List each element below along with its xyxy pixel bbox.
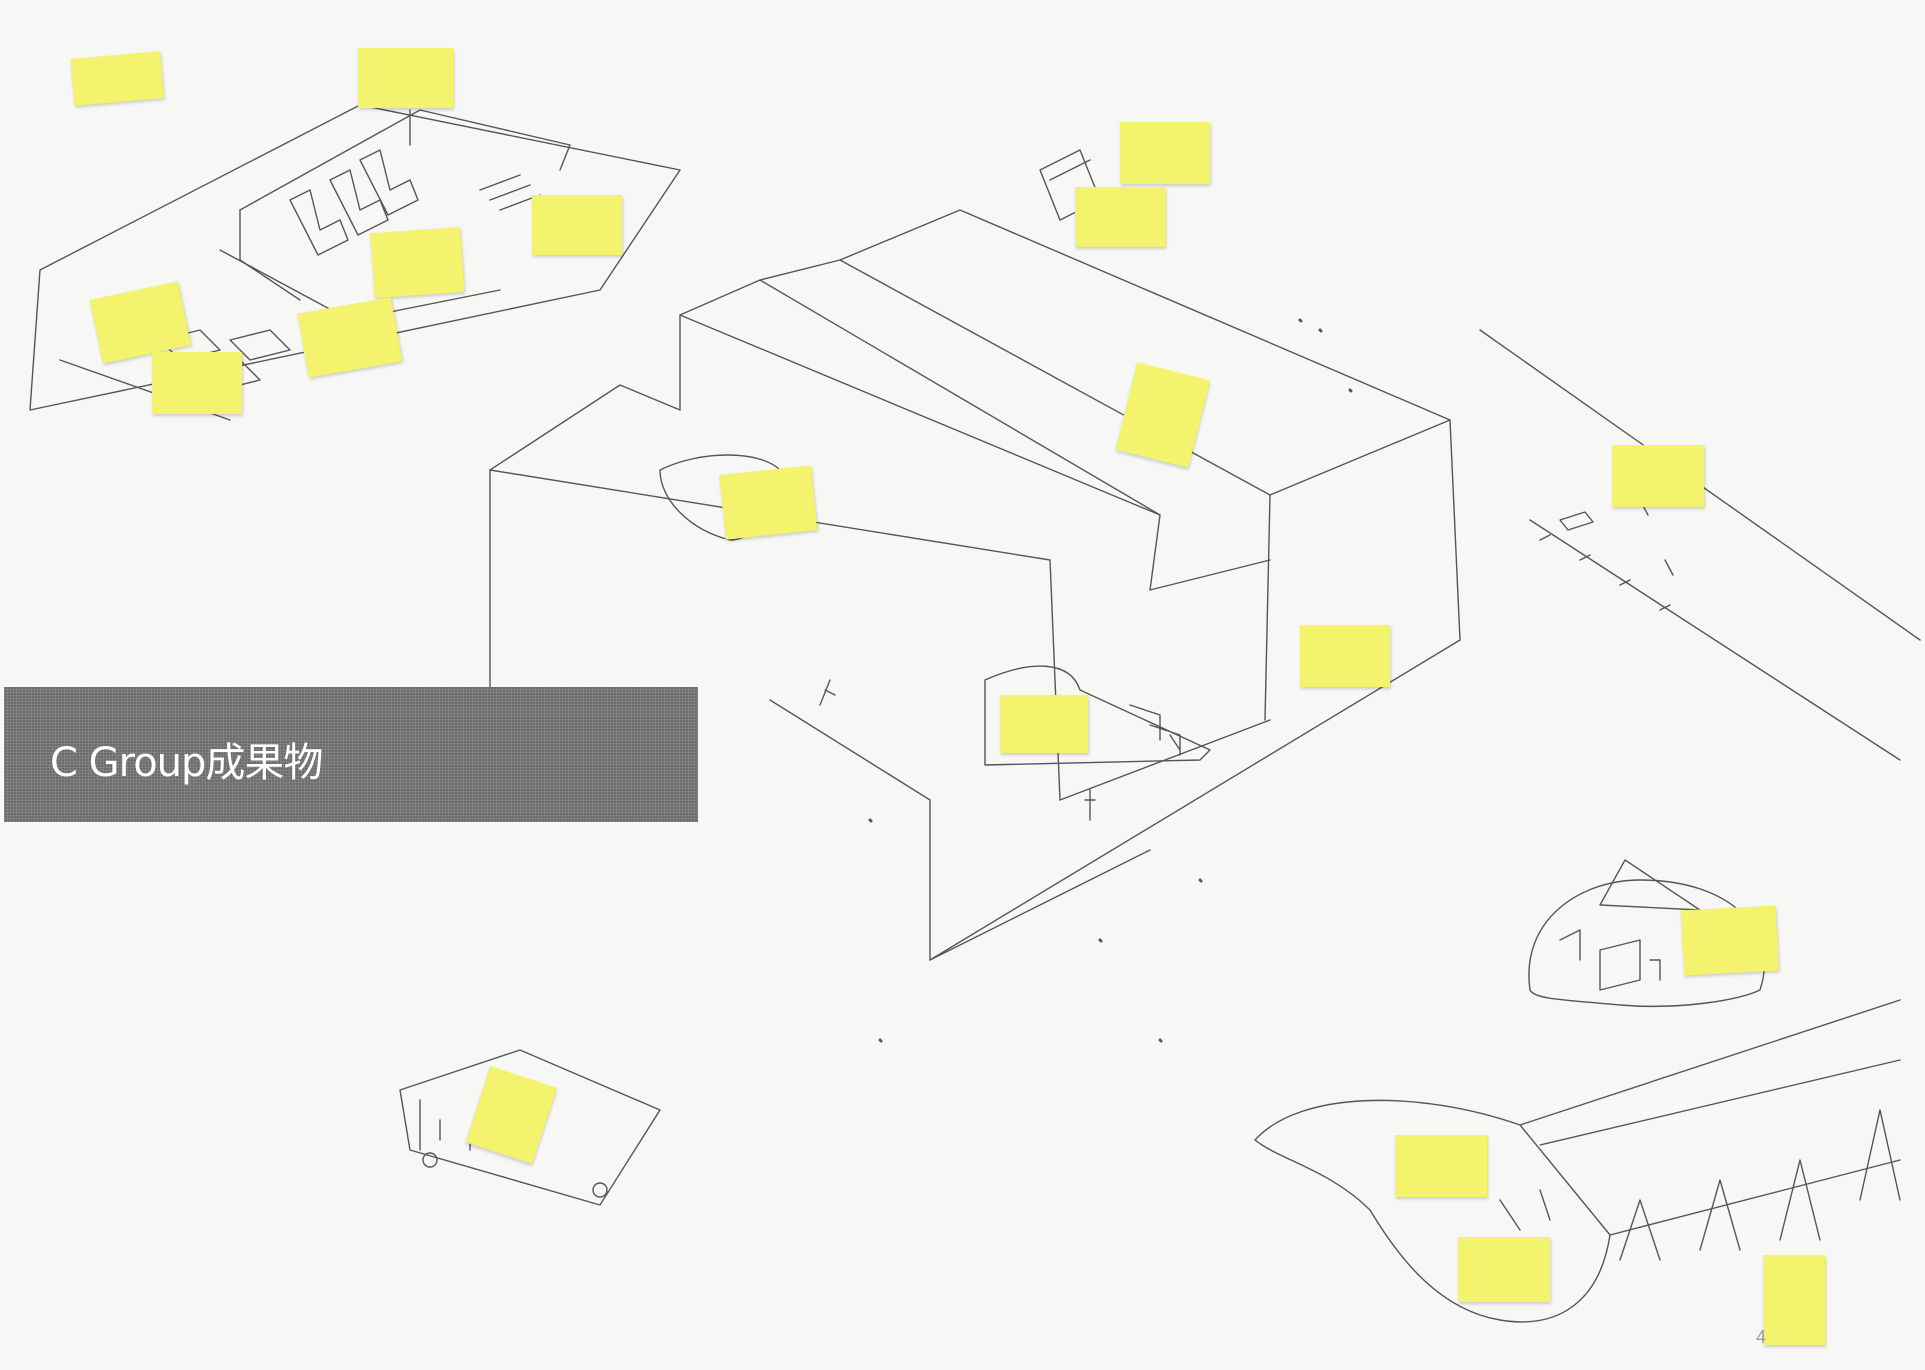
sticky-note [1612,445,1704,507]
sticky-note [152,352,242,414]
sticky-note [1763,1255,1825,1345]
lake-area-sketch [1254,999,1901,1323]
title-banner [4,687,698,822]
slide-title: C Group成果物 [50,740,323,786]
sticky-note [358,48,453,108]
sticky-note [718,465,818,540]
sticky-note [70,51,164,106]
page-number: 4 [1756,1327,1767,1347]
sticky-note [1120,122,1210,184]
sticky-note [369,226,465,299]
sticky-note [1458,1237,1550,1302]
sticky-note [1300,625,1390,687]
main-building-sketch [489,209,1461,961]
interior-platform-sketch [29,104,681,421]
sticky-note [532,195,622,255]
sticky-note [1680,905,1779,976]
sticky-note [1075,187,1165,247]
road-sketch [1479,329,1921,761]
sticky-note [1000,695,1088,753]
sticky-note [1395,1135,1487,1197]
